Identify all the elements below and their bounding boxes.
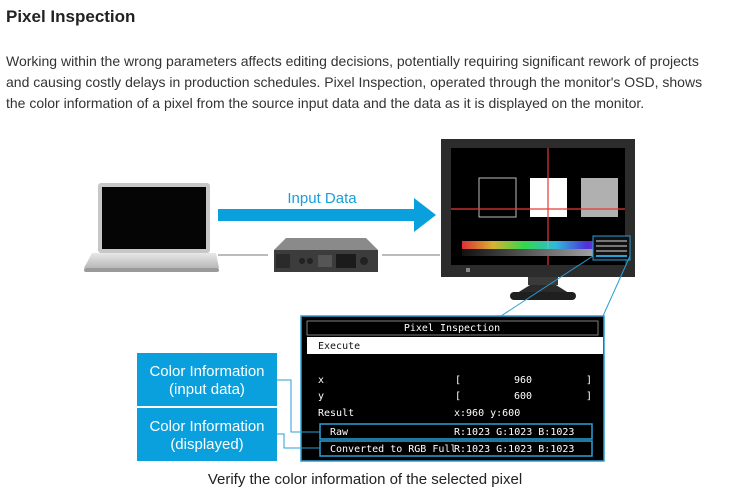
label-input-line2: (input data) [169, 381, 245, 398]
monitor-icon [441, 139, 635, 300]
arrow-right-icon [218, 198, 436, 232]
osd-raw-label: Raw [330, 427, 349, 438]
pixel-inspection-diagram: Input Data [84, 139, 635, 462]
osd-x-value[interactable]: 960 [514, 375, 532, 386]
osd-x-bracket-open: [ [455, 375, 461, 386]
input-data-label: Input Data [287, 190, 357, 207]
osd-result-label: Result [318, 408, 354, 419]
converter-box-icon [274, 238, 378, 272]
osd-converted-label: Converted to RGB Full [330, 444, 456, 455]
osd-execute-label: Execute [318, 341, 360, 352]
label-color-info-displayed [137, 408, 277, 461]
osd-panel: Pixel Inspection Execute x [ 960 ] y [ 6… [300, 315, 605, 462]
label-connector [277, 433, 320, 449]
osd-y-bracket-close: ] [586, 391, 592, 402]
label-displayed-line1: Color Information [149, 418, 264, 435]
label-connector [277, 379, 320, 433]
intro-paragraph: Working within the wrong parameters affe… [6, 53, 703, 111]
osd-raw-values: R:1023 G:1023 B:1023 [454, 427, 574, 438]
label-color-info-input [137, 353, 277, 406]
leader-line [500, 255, 594, 317]
osd-converted-values: R:1023 G:1023 B:1023 [454, 444, 574, 455]
osd-x-label: x [318, 375, 324, 386]
osd-result-coords: x:960 y:600 [454, 408, 520, 419]
leader-line [602, 255, 631, 317]
osd-y-value[interactable]: 600 [514, 391, 532, 402]
osd-execute-row[interactable] [307, 337, 603, 354]
page-title: Pixel Inspection [6, 7, 136, 26]
osd-y-bracket-open: [ [455, 391, 461, 402]
osd-title: Pixel Inspection [404, 323, 500, 334]
laptop-icon [84, 183, 219, 272]
osd-x-bracket-close: ] [586, 375, 592, 386]
label-displayed-line2: (displayed) [170, 436, 243, 453]
label-input-line1: Color Information [149, 363, 264, 380]
figure-caption: Verify the color information of the sele… [207, 471, 523, 488]
osd-y-label: y [318, 391, 324, 402]
